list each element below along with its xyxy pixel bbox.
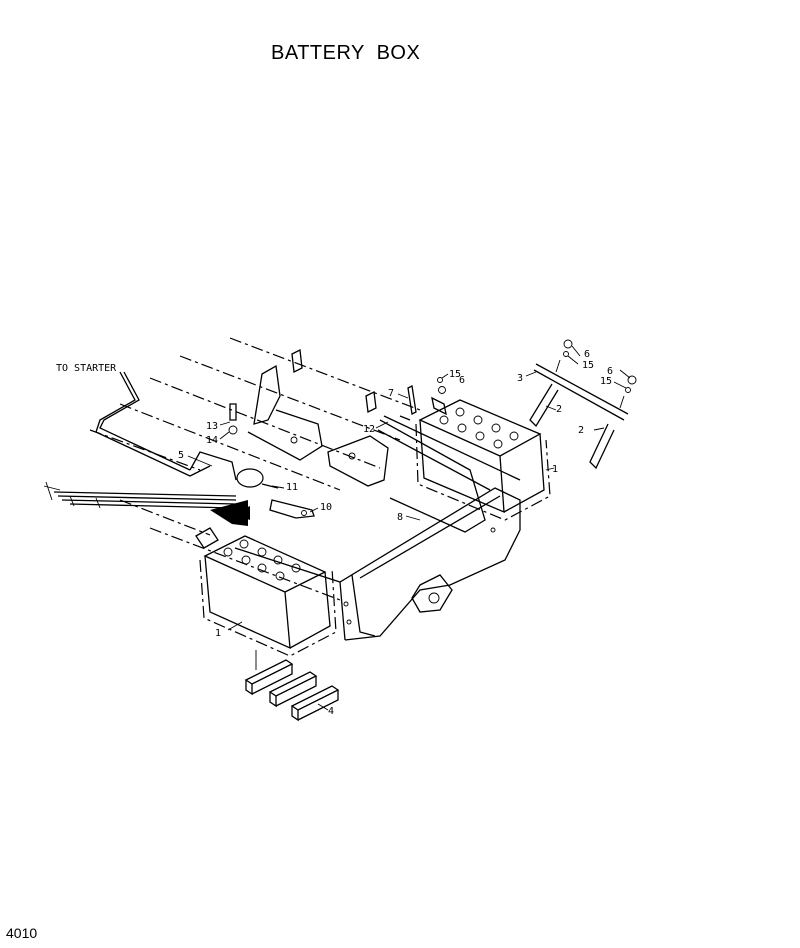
battery-cables (95, 371, 486, 533)
part-label-12: 12 (363, 424, 375, 435)
battery-tray-frame (234, 415, 521, 641)
part-label-15-right: 15 (600, 376, 612, 387)
part-label-1-front: 1 (215, 628, 221, 639)
part-label-11: 11 (286, 482, 298, 493)
part-label-15-top: 15 (582, 360, 594, 371)
part-label-10: 10 (320, 502, 332, 513)
battery-switch (236, 468, 315, 519)
mounting-brackets (247, 349, 389, 487)
part-label-15-mid: 15 (449, 369, 461, 380)
wiring-harness (43, 481, 250, 526)
part-label-7: 7 (388, 388, 394, 399)
part-label-6-mid: 6 (459, 375, 465, 386)
part-label-14: 14 (206, 435, 218, 446)
frame-rails (89, 337, 421, 601)
battery-rear (415, 399, 551, 521)
part-label-6-top: 6 (584, 349, 590, 360)
part-label-1-rear: 1 (552, 464, 558, 475)
page-title: BATTERY BOX (271, 42, 421, 64)
part-label-4: 4 (328, 706, 334, 717)
part-label-5: 5 (178, 450, 184, 461)
part-label-3: 3 (517, 373, 523, 384)
stud-and-nuts (407, 377, 447, 416)
part-label-2-left: 2 (556, 404, 562, 415)
bolt-and-washer (228, 403, 238, 435)
hold-down-hardware (529, 339, 637, 470)
battery-front (195, 527, 337, 657)
part-label-6-right: 6 (607, 366, 613, 377)
to-starter-label: TO STARTER (56, 363, 117, 374)
part-label-13: 13 (206, 421, 218, 432)
page-number: 4010 (6, 925, 38, 941)
spacer-blocks (244, 650, 340, 722)
part-label-2-right: 2 (578, 425, 584, 436)
part-label-8: 8 (397, 512, 403, 523)
leader-lines (187, 345, 631, 711)
